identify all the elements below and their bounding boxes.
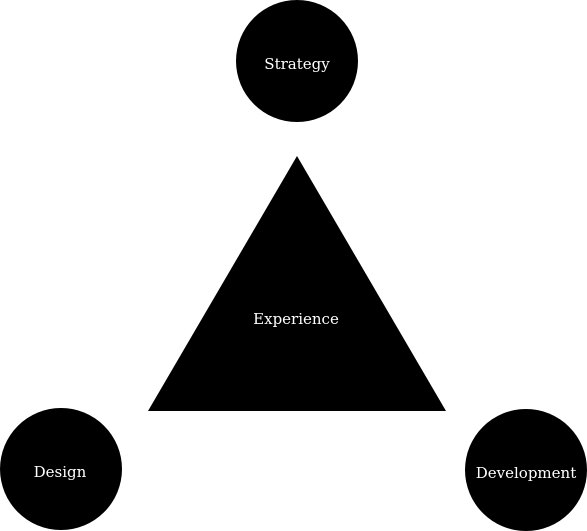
experience-label: Experience: [253, 310, 339, 328]
design-label: Design: [34, 463, 87, 481]
experience-triangle: [148, 156, 446, 411]
experience-node: Experience: [148, 156, 446, 411]
development-label: Development: [476, 464, 576, 482]
design-circle: [0, 408, 122, 530]
strategy-label: Strategy: [264, 55, 330, 73]
development-node: Development: [465, 409, 587, 531]
development-circle: [465, 409, 587, 531]
strategy-node: Strategy: [236, 0, 358, 122]
design-node: Design: [0, 408, 122, 530]
strategy-circle: [236, 0, 358, 122]
